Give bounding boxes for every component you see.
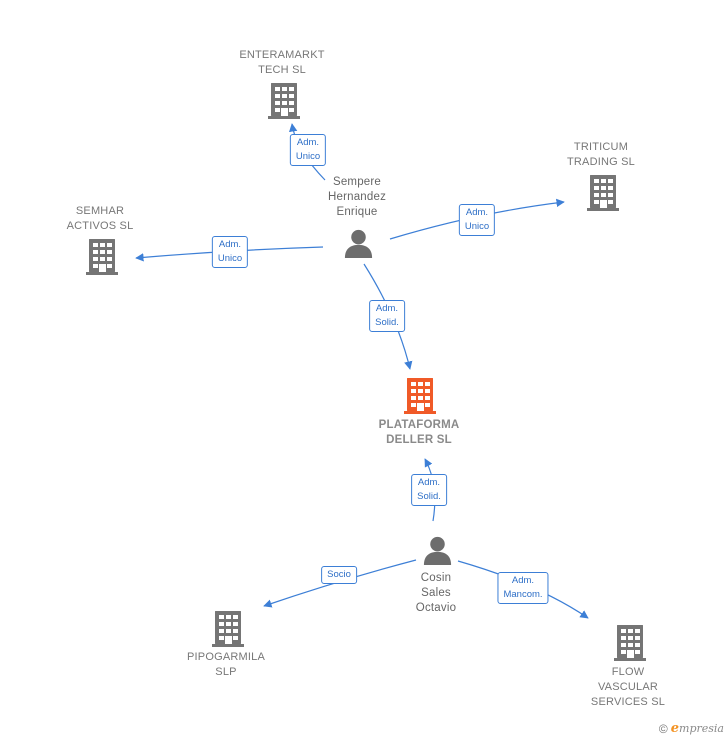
- edge-label-cosin-pipogarmila: Socio: [321, 566, 357, 584]
- sempere-person-icon[interactable]: [344, 229, 373, 258]
- person-label-cosin: Cosin Sales Octavio: [415, 572, 457, 614]
- company-label-pipogarmila: PIPOGARMILA SLP: [187, 651, 265, 678]
- copyright-icon: ©: [658, 721, 668, 736]
- edge-label-sempere-plataforma: Adm. Solid.: [369, 300, 405, 332]
- cosin-person-icon[interactable]: [423, 536, 452, 565]
- company-label-semhar: SEMHAR ACTIVOS SL: [66, 205, 134, 232]
- edge-label-sempere-semhar: Adm. Unico: [211, 236, 249, 268]
- edge-label-cosin-plataforma: Adm. Solid.: [411, 474, 447, 506]
- enteramarkt-building-icon[interactable]: [268, 83, 300, 119]
- person-label-sempere: Sempere Hernandez Enrique: [327, 176, 387, 218]
- triticum-building-icon[interactable]: [587, 175, 619, 211]
- brand-logo[interactable]: empresia: [670, 721, 724, 736]
- edge-label-sempere-triticum: Adm. Unico: [458, 204, 496, 236]
- company-label-plataforma: PLATAFORMA DELLER SL: [378, 419, 460, 446]
- pipogarmila-building-icon[interactable]: [212, 611, 244, 647]
- company-label-flow: FLOW VASCULAR SERVICES SL: [590, 666, 666, 708]
- company-label-enteramarkt: ENTERAMARKT TECH SL: [239, 49, 325, 76]
- semhar-building-icon[interactable]: [86, 239, 118, 275]
- company-label-triticum: TRITICUM TRADING SL: [566, 141, 636, 168]
- flow-building-icon[interactable]: [614, 625, 646, 661]
- edge-label-sempere-enteramarkt: Adm. Unico: [289, 134, 327, 166]
- plataforma-building-icon[interactable]: [404, 378, 436, 414]
- edge-label-cosin-flow: Adm. Mancom.: [497, 572, 549, 604]
- footer-credit: © empresia: [659, 721, 724, 736]
